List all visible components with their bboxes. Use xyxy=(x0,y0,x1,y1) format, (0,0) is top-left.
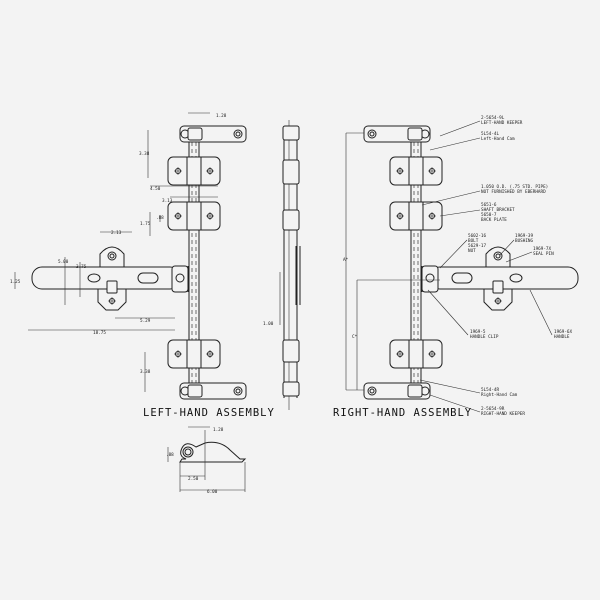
handle-slot xyxy=(87,273,101,283)
dim-label: 1.00 xyxy=(263,321,274,327)
cam xyxy=(187,127,203,141)
dim-label: 18.75 xyxy=(93,330,106,336)
dim-label: 1.28 xyxy=(213,427,224,433)
dim-label: 3.13 xyxy=(162,198,173,204)
keeper-pivot-icon xyxy=(182,446,194,458)
dim-label: 5.29 xyxy=(140,318,151,324)
nut xyxy=(106,280,118,294)
bushing xyxy=(99,246,125,268)
dim-label: 2.13 xyxy=(111,230,122,236)
bushing-hole-icon xyxy=(107,251,117,261)
handle-clip xyxy=(171,265,189,293)
keeper-detail-dimensions: 1.28 .88 2.50 6.00 xyxy=(166,427,224,495)
keeper-hole-icon xyxy=(369,131,375,137)
dim-label: 3.75 xyxy=(76,264,87,270)
dim-label: 1.25 xyxy=(10,279,21,285)
dim-label: 2.50 xyxy=(188,476,199,482)
leader-line xyxy=(505,251,533,263)
bracket-collar xyxy=(186,201,202,231)
dim-label-a: A* xyxy=(343,257,349,263)
bushing-hole-icon xyxy=(495,253,501,259)
leader-line xyxy=(499,239,515,256)
left-assembly-dimensions: 1.28 3.38 4.50 3.13 .88 1.75 2.13 5.00 3… xyxy=(10,113,227,375)
bracket-collar xyxy=(186,156,202,186)
dim-label: .88 xyxy=(166,452,174,458)
handle-slot xyxy=(137,272,159,284)
side-bracket xyxy=(282,209,300,231)
dim-label: 4.50 xyxy=(150,186,161,192)
drawing-geometry xyxy=(14,112,579,492)
keeper-hole-icon xyxy=(235,131,241,137)
dim-label: 3.38 xyxy=(140,369,151,375)
dim-label: 1.28 xyxy=(216,113,227,119)
leader-line xyxy=(439,120,481,137)
cam xyxy=(407,384,423,398)
clip-bolt-icon xyxy=(175,273,185,283)
keeper-pivot-icon xyxy=(184,448,192,456)
handle-slot xyxy=(451,272,473,284)
nut xyxy=(492,280,504,294)
bracket-collar xyxy=(408,339,424,369)
right-hand-assembly-title: RIGHT-HAND ASSEMBLY xyxy=(333,407,472,419)
clip-bolt-icon xyxy=(425,273,435,283)
leader-line xyxy=(421,190,481,206)
leader-line xyxy=(439,239,468,269)
side-bracket xyxy=(282,125,300,141)
leader-line xyxy=(419,379,481,394)
dim-label: 5.00 xyxy=(58,259,69,265)
bushing-hole-icon xyxy=(493,251,503,261)
keeper-hole-icon xyxy=(367,386,377,396)
bushing-hole-icon xyxy=(109,253,115,259)
dim-label: 6.00 xyxy=(207,489,218,495)
keeper-hole-icon xyxy=(367,129,377,139)
bracket-collar xyxy=(408,201,424,231)
side-bracket xyxy=(282,339,300,363)
callout-pipe: 1.050 O.D. (.75 STD. PIPE)NOT FURNISHED … xyxy=(481,184,548,195)
dim-label: 1.75 xyxy=(140,221,151,227)
dim-label-c: C* xyxy=(352,334,358,340)
bracket-collar xyxy=(408,156,424,186)
leader-line xyxy=(439,209,481,217)
leader-line xyxy=(427,289,469,336)
leader-line xyxy=(429,394,481,413)
bracket-collar xyxy=(186,339,202,369)
cam xyxy=(407,127,423,141)
handle-slot xyxy=(509,273,523,283)
keeper-hole-icon xyxy=(369,388,375,394)
side-bracket xyxy=(282,381,300,397)
keeper-hole-icon xyxy=(233,129,243,139)
keeper-hole-icon xyxy=(233,386,243,396)
dim-label: .88 xyxy=(156,215,164,221)
dim-label: 3.38 xyxy=(139,151,150,157)
keeper-hole-icon xyxy=(235,388,241,394)
left-hand-assembly-title: LEFT-HAND ASSEMBLY xyxy=(143,407,275,419)
leader-line xyxy=(429,137,481,151)
handle-clip xyxy=(421,265,439,293)
leader-line xyxy=(529,289,553,336)
side-bracket xyxy=(282,159,300,185)
cam xyxy=(187,384,203,398)
bushing xyxy=(485,246,511,268)
keeper-detail xyxy=(179,441,247,463)
